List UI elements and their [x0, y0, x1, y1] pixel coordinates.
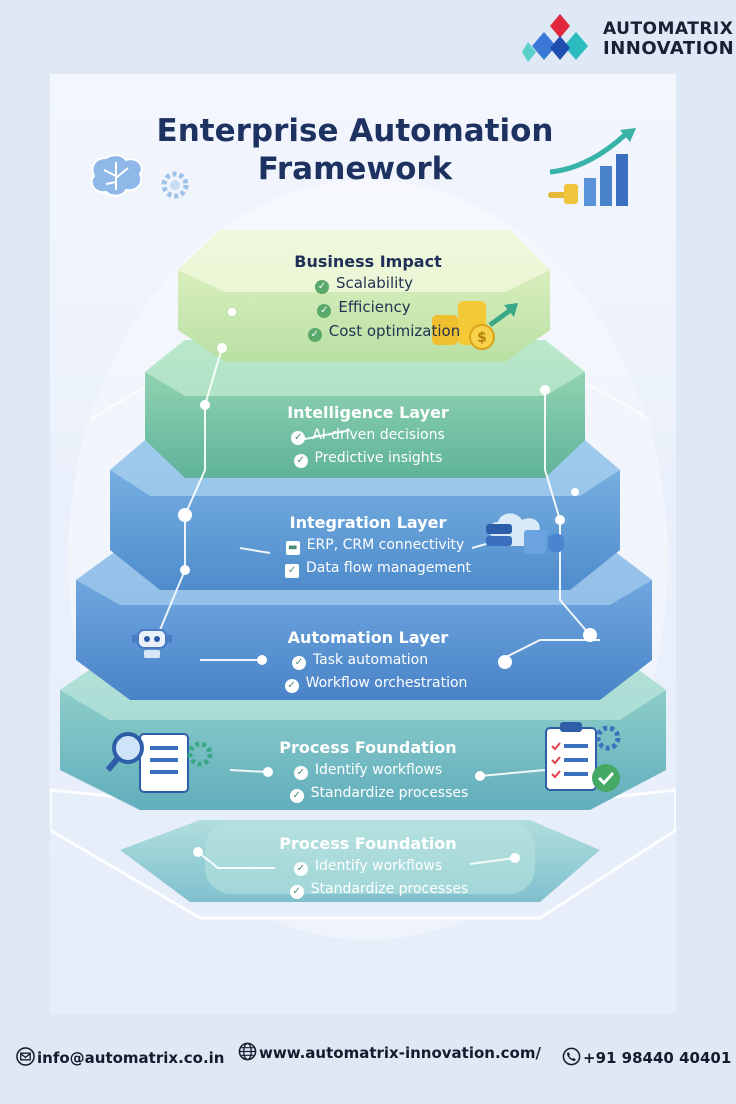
list-item: ✓Standardize processes	[22, 878, 736, 901]
automatrix-logo-icon	[522, 14, 588, 62]
title-line1: Enterprise Automation	[156, 113, 554, 149]
title-line2: Framework	[257, 151, 453, 187]
list-item: ✓AI-driven decisions	[0, 424, 736, 447]
check-icon: ✓	[307, 328, 322, 342]
brand-logo: AUTOMATRIX INNOVATION	[522, 10, 735, 66]
check-icon: ✓	[293, 862, 308, 876]
tier-integration-layer: Integration Layer ▬ERP, CRM connectivity…	[0, 513, 736, 580]
brain-icon	[90, 154, 143, 197]
check-icon: ✓	[291, 431, 306, 445]
tier-business-impact: Business Impact ✓Scalability ✓Efficiency…	[0, 252, 736, 343]
search-document-icon	[106, 732, 213, 793]
cloud-database-icon	[486, 513, 564, 554]
tier-process-foundation-base: Process Foundation ✓Identify workflows ✓…	[0, 834, 736, 901]
page-title: Enterprise Automation Framework	[0, 112, 710, 188]
website-link[interactable]: www.automatrix-innovation.com/	[259, 1044, 541, 1062]
check-icon: ✓	[314, 280, 329, 294]
tier-intelligence-layer: Intelligence Layer ✓AI-driven decisions …	[0, 403, 736, 470]
coins-icon: $	[432, 301, 518, 350]
check-icon: ✓	[289, 885, 304, 899]
robot-icon	[132, 629, 172, 658]
tier-automation-layer: Automation Layer ✓Task automation ✓Workf…	[0, 628, 736, 695]
check-icon: ✓	[284, 679, 299, 693]
list-item: ✓Standardize processes	[22, 782, 736, 805]
list-item: ✓Predictive insights	[0, 447, 736, 470]
brand-name-line1: AUTOMATRIX	[603, 19, 734, 39]
check-icon: ✓	[291, 656, 306, 670]
footer-email[interactable]: info@automatrix.co.in	[16, 1045, 224, 1071]
list-item: ✓Identify workflows	[0, 759, 736, 782]
check-icon: ✓	[285, 564, 300, 578]
checklist-icon	[545, 722, 621, 792]
check-icon: ✓	[293, 454, 308, 468]
list-item: ✓Identify workflows	[0, 855, 736, 878]
tier-title: Integration Layer	[289, 513, 447, 532]
check-icon: ✓	[317, 304, 332, 318]
check-icon: ✓	[293, 766, 308, 780]
list-item: ✓Efficiency	[0, 295, 736, 319]
pyramid-illustration	[50, 180, 676, 940]
list-item: ✓Cost optimization	[32, 319, 736, 343]
tier-title: Process Foundation	[279, 738, 457, 757]
tier-title: Intelligence Layer	[287, 403, 449, 422]
gear-icon	[161, 171, 189, 199]
footer-phone[interactable]: +91 98440 40401	[562, 1045, 731, 1071]
folder-icon: ▬	[285, 541, 300, 555]
email-icon	[16, 1047, 35, 1066]
list-item: ✓Data flow management	[20, 557, 736, 580]
bar-chart-icon	[548, 128, 636, 206]
list-item: ✓Task automation	[0, 649, 720, 672]
tier-title: Automation Layer	[287, 628, 449, 647]
phone-number[interactable]: +91 98440 40401	[583, 1049, 732, 1067]
tier-title: Process Foundation	[279, 834, 457, 853]
email-link[interactable]: info@automatrix.co.in	[37, 1049, 225, 1067]
brand-name-line2: INNOVATION	[603, 38, 735, 59]
list-item: ✓Scalability	[0, 271, 736, 295]
check-icon: ✓	[289, 789, 304, 803]
tier-process-foundation: Process Foundation ✓Identify workflows ✓…	[0, 738, 736, 805]
footer-website[interactable]: www.automatrix-innovation.com/	[238, 1040, 541, 1066]
tier-title: Business Impact	[294, 252, 442, 271]
list-item: ▬ERP, CRM connectivity	[14, 534, 736, 557]
globe-icon	[238, 1042, 257, 1061]
list-item: ✓Workflow orchestration	[16, 672, 736, 695]
svg-text:$: $	[477, 330, 487, 346]
phone-icon	[562, 1047, 581, 1066]
